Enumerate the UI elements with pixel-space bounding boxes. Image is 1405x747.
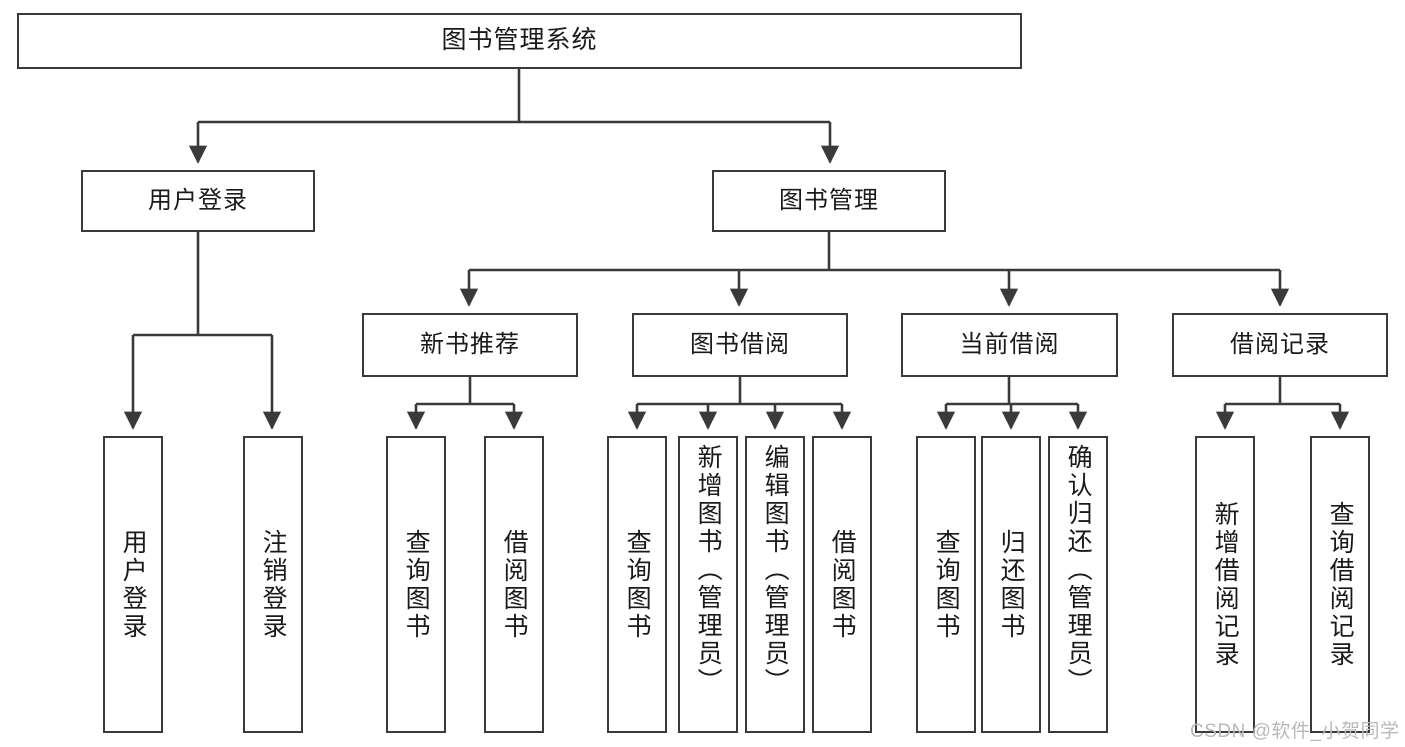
leaf-add-borrow-record[interactable]: 新增借阅记录: [1195, 436, 1255, 733]
leaf-edit-book-admin[interactable]: 编辑图书（管理员）: [745, 436, 805, 733]
leaf-query-book-newbook[interactable]: 查询图书: [386, 436, 446, 733]
node-book-management[interactable]: 图书管理: [712, 170, 946, 232]
leaf-return-book[interactable]: 归还图书: [981, 436, 1041, 733]
node-root-label: 图书管理系统: [441, 26, 598, 55]
leaf-borrow-book[interactable]: 借阅图书: [812, 436, 872, 733]
leaf-borrow-book-label: 借阅图书: [828, 528, 857, 641]
node-new-book-recommend-label: 新书推荐: [420, 331, 520, 358]
node-current-borrow-label: 当前借阅: [959, 331, 1060, 358]
leaf-query-book-newbook-label: 查询图书: [402, 528, 431, 641]
leaf-return-book-label: 归还图书: [997, 528, 1026, 641]
leaf-user-login-label: 用户登录: [119, 528, 148, 641]
leaf-edit-book-admin-label: 编辑图书（管理员）: [761, 444, 790, 696]
node-new-book-recommend[interactable]: 新书推荐: [362, 313, 578, 377]
node-user-login-label: 用户登录: [148, 187, 248, 214]
watermark-text: CSDN @软件_小贺同学: [1190, 721, 1400, 742]
leaf-logout-label: 注销登录: [259, 528, 288, 641]
leaf-query-book-current-label: 查询图书: [932, 528, 961, 641]
node-user-login[interactable]: 用户登录: [81, 170, 315, 232]
leaf-query-book-current[interactable]: 查询图书: [916, 436, 976, 733]
leaf-query-borrow-record-label: 查询借阅记录: [1326, 500, 1355, 669]
node-borrow-records-label: 借阅记录: [1230, 331, 1330, 358]
leaf-query-book-borrow[interactable]: 查询图书: [607, 436, 667, 733]
node-book-management-label: 图书管理: [779, 187, 879, 214]
leaf-user-login[interactable]: 用户登录: [103, 436, 163, 733]
leaf-add-book-admin-label: 新增图书（管理员）: [694, 444, 723, 696]
leaf-query-book-borrow-label: 查询图书: [623, 528, 652, 641]
leaf-confirm-return-admin[interactable]: 确认归还（管理员）: [1048, 436, 1108, 733]
node-book-borrow[interactable]: 图书借阅: [632, 313, 848, 377]
node-root[interactable]: 图书管理系统: [17, 13, 1022, 69]
node-current-borrow[interactable]: 当前借阅: [901, 313, 1118, 377]
leaf-confirm-return-admin-label: 确认归还（管理员）: [1064, 444, 1093, 696]
leaf-add-borrow-record-label: 新增借阅记录: [1211, 500, 1240, 669]
node-borrow-records[interactable]: 借阅记录: [1172, 313, 1388, 377]
leaf-borrow-book-newbook-label: 借阅图书: [500, 528, 529, 641]
leaf-add-book-admin[interactable]: 新增图书（管理员）: [678, 436, 738, 733]
leaf-borrow-book-newbook[interactable]: 借阅图书: [484, 436, 544, 733]
node-book-borrow-label: 图书借阅: [690, 331, 790, 358]
leaf-query-borrow-record[interactable]: 查询借阅记录: [1310, 436, 1370, 733]
leaf-logout[interactable]: 注销登录: [243, 436, 303, 733]
